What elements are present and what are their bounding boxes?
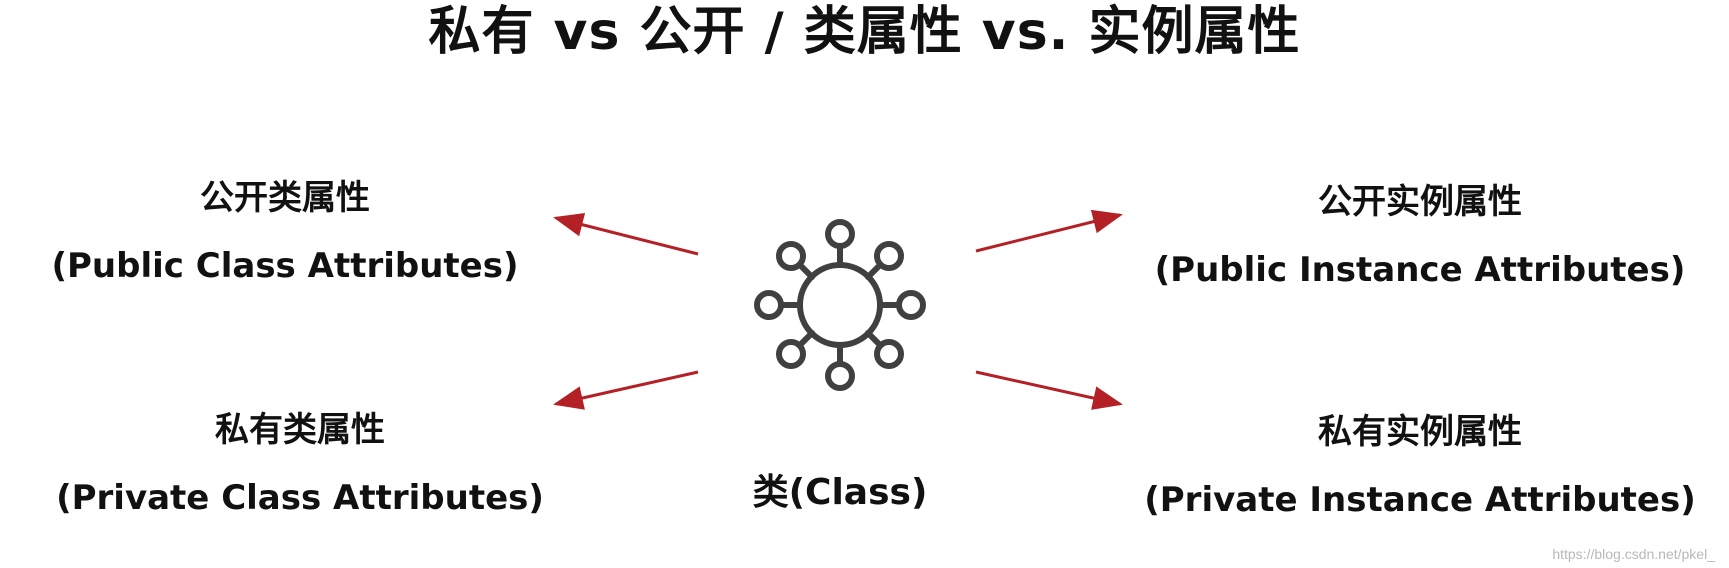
node-private-class: 私有类属性 (Private Class Attributes): [20, 408, 580, 520]
node-public-class: 公开类属性 (Public Class Attributes): [20, 176, 550, 288]
node-private-instance-zh: 私有实例属性: [1318, 412, 1522, 452]
watermark: https://blog.csdn.net/pkel_: [1552, 546, 1715, 562]
arrow-to-public-class: [553, 213, 699, 256]
arrow-to-private-class: [553, 370, 699, 410]
class-hub-icon: [754, 219, 926, 391]
arrow-to-public-instance: [975, 209, 1123, 253]
node-public-class-zh: 公开类属性: [200, 178, 370, 218]
node-public-instance-en: (Public Instance Attributes): [1154, 250, 1686, 290]
node-private-instance: 私有实例属性 (Private Instance Attributes): [1120, 410, 1720, 522]
node-public-instance: 公开实例属性 (Public Instance Attributes): [1120, 180, 1720, 292]
class-label: 类(Class): [752, 472, 928, 513]
node-public-instance-zh: 公开实例属性: [1318, 182, 1522, 222]
page-title: 私有 vs 公开 / 类属性 vs. 实例属性: [428, 2, 1301, 62]
arrow-to-private-instance: [975, 370, 1123, 410]
node-public-class-en: (Public Class Attributes): [51, 246, 519, 286]
node-private-class-en: (Private Class Attributes): [56, 478, 544, 518]
node-private-instance-en: (Private Instance Attributes): [1144, 480, 1696, 520]
node-private-class-zh: 私有类属性: [215, 410, 385, 450]
